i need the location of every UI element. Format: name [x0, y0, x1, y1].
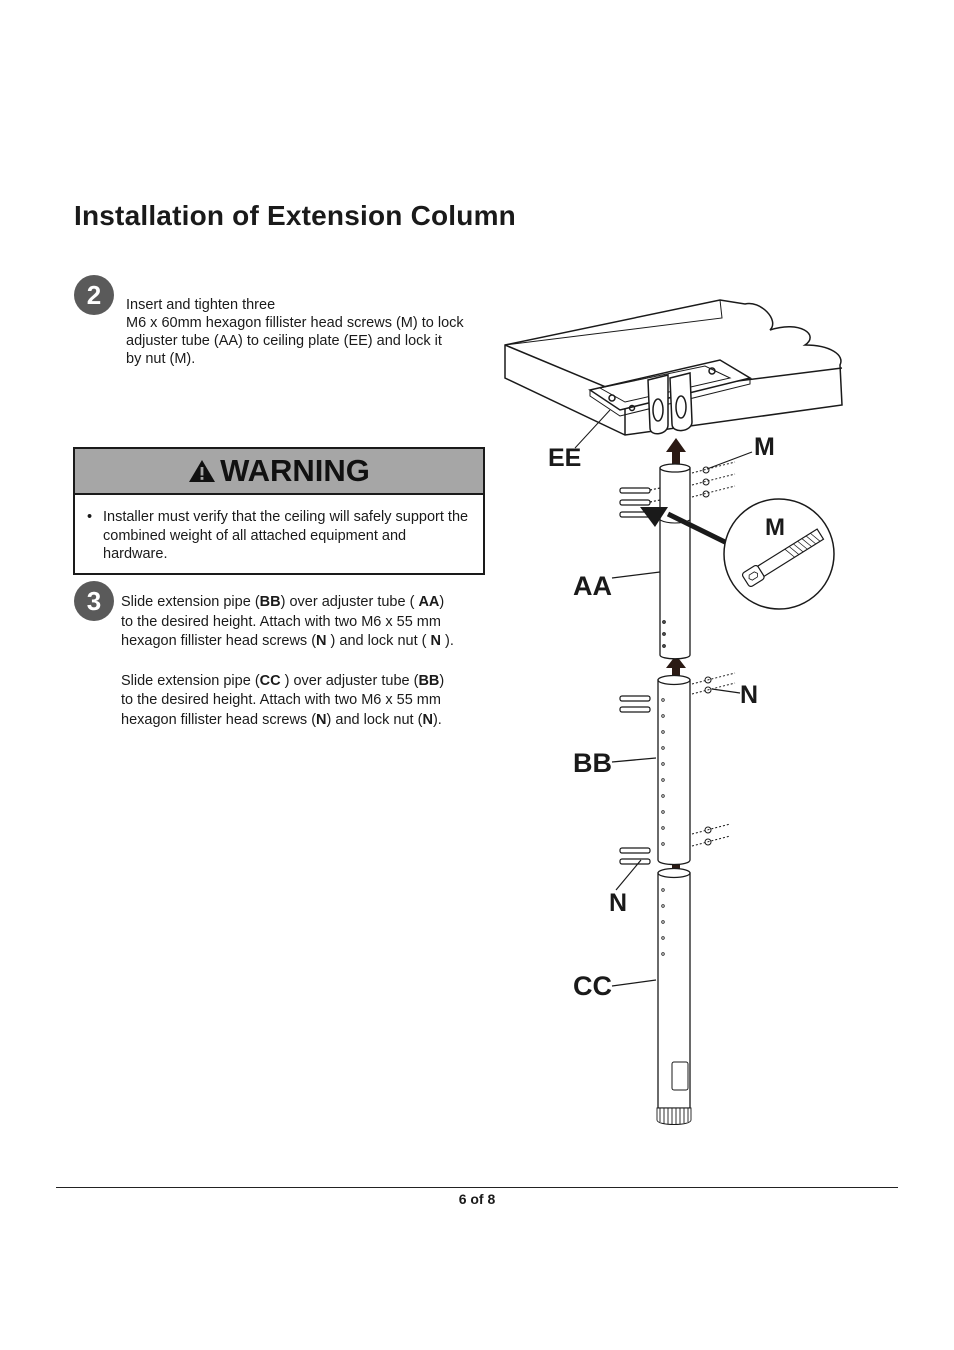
- step-2-line: adjuster tube (AA) to ceiling plate (EE)…: [126, 333, 442, 349]
- warning-bullet: •: [87, 509, 93, 525]
- nut-icon: [691, 461, 736, 474]
- text: ): [439, 594, 445, 610]
- warning-text: Installer must verify that the ceiling w…: [103, 509, 469, 562]
- text: ) and lock nut (: [326, 711, 423, 728]
- screw-detail-callout: [640, 498, 835, 610]
- label-cc: CC: [573, 971, 612, 1001]
- nut-icon: [691, 485, 736, 498]
- ceiling-plate-drawing: [504, 299, 843, 449]
- text: Slide extension pipe (: [121, 672, 260, 689]
- part-ref: N: [316, 633, 327, 649]
- step-2-line: Insert and tighten three: [126, 297, 276, 313]
- text: to the desired height. Attach with two M…: [121, 613, 441, 630]
- step-3-paragraph-2: Slide extension pipe (CC ) over adjuster…: [121, 672, 501, 731]
- footer-divider: [56, 1187, 898, 1188]
- tube-bb-drawing: [611, 674, 691, 866]
- nut-icon: [691, 473, 736, 486]
- text: ) over adjuster tube (: [280, 672, 419, 689]
- step-3-paragraph-1: Slide extension pipe (BB) over adjuster …: [121, 593, 501, 652]
- step-3-instructions: Slide extension pipe (BB) over adjuster …: [121, 593, 501, 750]
- step-2-badge: 2: [74, 275, 114, 315]
- nuts-right: [615, 451, 753, 891]
- warning-heading: WARNING: [220, 453, 370, 488]
- label-n-lower: N: [609, 889, 627, 917]
- label-m-detail: M: [765, 514, 785, 541]
- text: ) and lock nut (: [326, 633, 431, 649]
- label-m: M: [754, 433, 775, 461]
- up-arrow-icon: [666, 438, 686, 466]
- part-ref: AA: [418, 594, 440, 610]
- screw-icon: [619, 847, 651, 854]
- part-ref: N: [316, 711, 327, 728]
- screw-icon: [619, 695, 651, 702]
- label-aa: AA: [573, 571, 612, 601]
- step-3-badge: 3: [74, 581, 114, 621]
- nut-icon: [691, 835, 731, 847]
- step-2-line: by nut (M).: [126, 351, 196, 367]
- nut-icon: [691, 823, 731, 835]
- up-arrow-icon: [666, 655, 686, 680]
- text: to the desired height. Attach with two M…: [121, 692, 441, 708]
- screw-icon: [619, 487, 661, 494]
- nut-icon: [691, 682, 736, 695]
- tube-cc-drawing: [611, 867, 692, 1125]
- part-ref: BB: [418, 672, 440, 689]
- part-ref: N: [430, 633, 441, 649]
- step-2-instructions: Insert and tighten three M6 x 60mm hexag…: [126, 296, 506, 368]
- label-bb: BB: [573, 748, 612, 778]
- screw-icon: [619, 706, 651, 713]
- text: Slide extension pipe (: [121, 594, 260, 610]
- warning-body: • Installer must verify that the ceiling…: [75, 495, 483, 564]
- label-ee: EE: [548, 444, 581, 472]
- warning-box: WARNING • Installer must verify that the…: [73, 447, 485, 575]
- screw-icon: [741, 528, 825, 588]
- text: ) over adjuster tube (: [280, 594, 419, 610]
- nut-icon: [691, 672, 736, 685]
- screws-left: [619, 487, 661, 865]
- step-2-line: M6 x 60mm hexagon fillister head screws …: [126, 315, 464, 331]
- page-number: 6 of 8: [458, 1191, 496, 1207]
- text: ).: [432, 711, 442, 728]
- page-title: Installation of Extension Column: [74, 200, 516, 231]
- text: hexagon fillister head screws (: [121, 633, 317, 649]
- screw-icon: [619, 499, 661, 506]
- part-ref: CC: [259, 672, 281, 689]
- warning-triangle-icon: [189, 460, 216, 482]
- screw-icon: [619, 858, 651, 865]
- label-n: N: [740, 681, 758, 709]
- text: ): [439, 672, 445, 689]
- warning-header: WARNING: [75, 449, 483, 495]
- part-ref: BB: [259, 594, 281, 610]
- text: hexagon fillister head screws (: [121, 711, 317, 728]
- text: ).: [440, 633, 454, 649]
- installation-diagram: EE M M AA N BB N CC: [504, 299, 843, 1125]
- part-ref: N: [422, 711, 433, 728]
